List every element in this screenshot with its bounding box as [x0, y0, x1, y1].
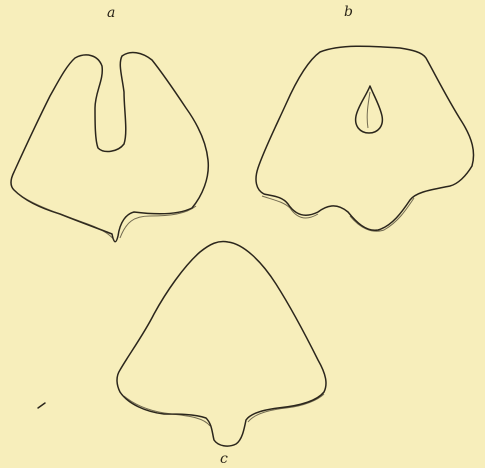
figure-c-shape [117, 241, 326, 446]
figure-a-shape [11, 53, 208, 242]
figure-b-label: b [344, 5, 353, 19]
figure-b-shape [256, 46, 474, 231]
stray-mark [38, 403, 45, 408]
figure-a-label: a [107, 6, 115, 20]
figure-c-label: c [220, 452, 228, 466]
